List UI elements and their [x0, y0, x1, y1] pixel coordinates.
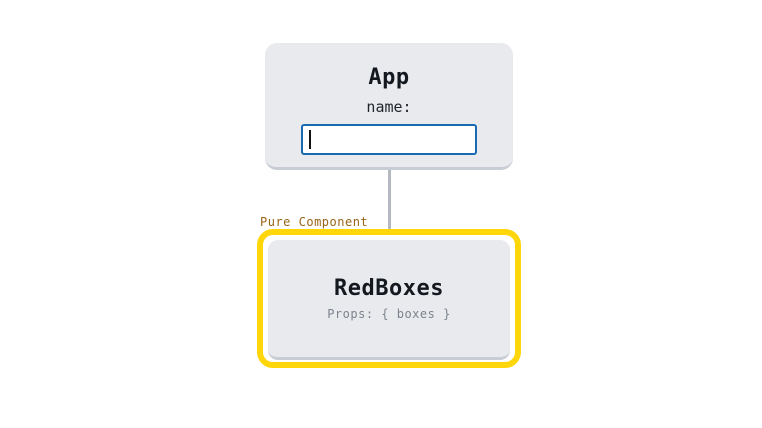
name-field-label: name: — [366, 98, 412, 116]
pure-component-annotation: Pure Component — [260, 215, 369, 229]
name-input[interactable] — [303, 126, 475, 153]
name-input-box — [301, 124, 477, 155]
text-caret — [309, 130, 311, 149]
pure-component-highlight-ring: RedBoxes Props: { boxes } — [257, 229, 521, 368]
redboxes-props-label: Props: { boxes } — [327, 307, 451, 321]
redboxes-component-box: RedBoxes Props: { boxes } — [268, 240, 510, 360]
app-component-title: App — [368, 65, 410, 90]
app-component-box: App name: — [265, 43, 513, 170]
tree-connector-line — [388, 170, 391, 233]
redboxes-component-title: RedBoxes — [334, 276, 444, 301]
